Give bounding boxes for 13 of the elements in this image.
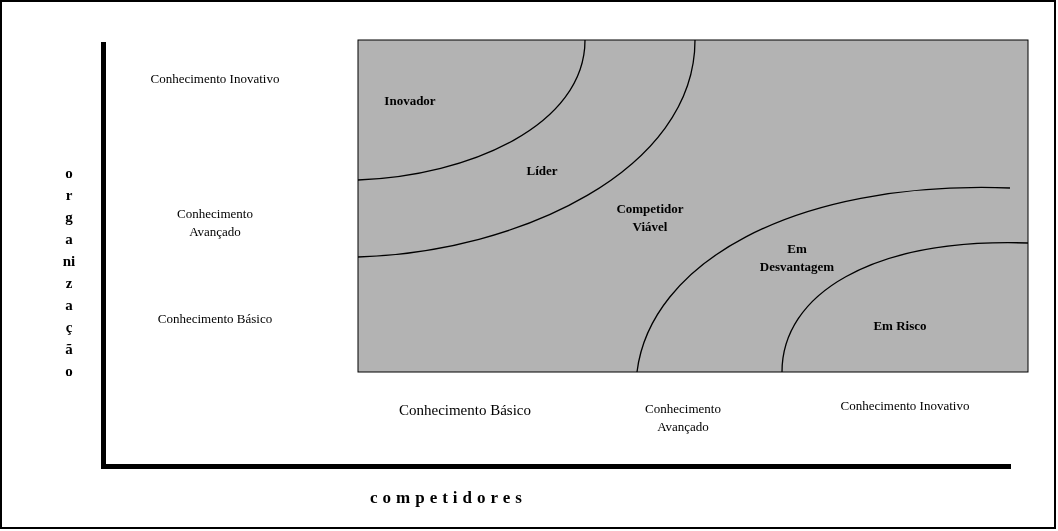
tick-label: Conhecimento Inovativo xyxy=(840,397,970,415)
region-label: Inovador xyxy=(383,92,437,110)
axis-label: organização xyxy=(62,164,76,381)
tick-label: Conhecimento Básico xyxy=(156,310,274,328)
region-label: Líder xyxy=(525,162,559,180)
axis-label: competidores xyxy=(370,487,527,509)
region-label: Em Desvantagem xyxy=(758,240,836,276)
tick-label: Conhecimento Avançado xyxy=(176,205,254,241)
region-label: Competidor Viável xyxy=(615,200,685,236)
region-label: Em Risco xyxy=(872,317,928,335)
tick-label: Conhecimento Avançado xyxy=(644,400,722,436)
tick-label: Conhecimento Básico xyxy=(397,401,533,420)
tick-label: Conhecimento Inovativo xyxy=(150,70,280,88)
